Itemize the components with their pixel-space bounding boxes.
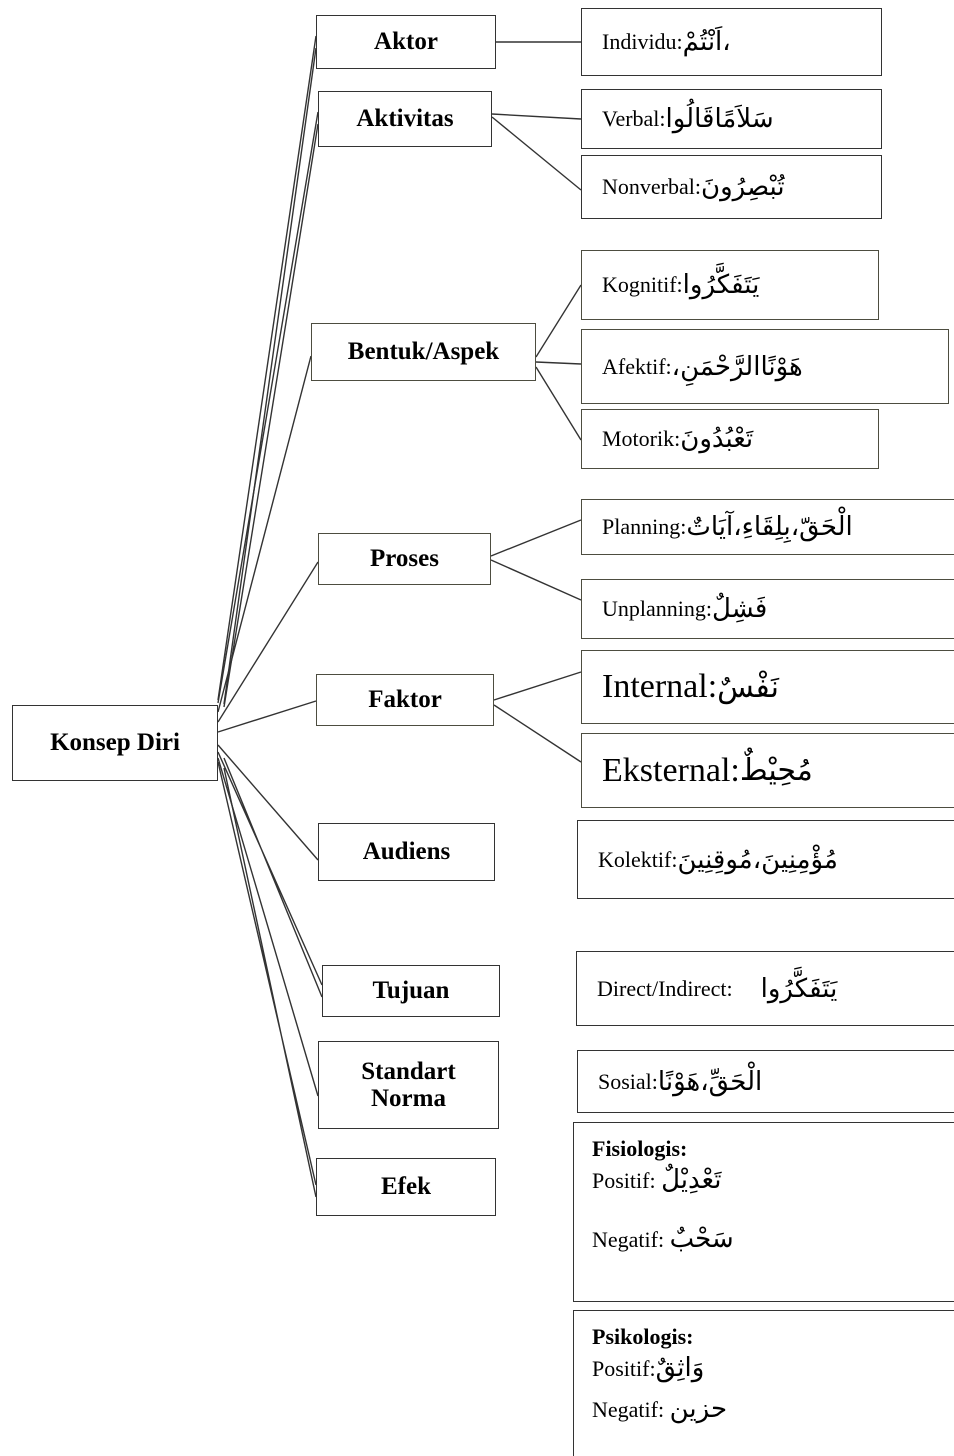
leaf-arabic: ،هَوْنًاالرَّحْمَنِ — [671, 351, 803, 382]
edge-root-faktor — [217, 700, 317, 733]
negative-row: Negatif: حزين — [592, 1393, 954, 1427]
positive-label: Positif: — [592, 1355, 656, 1381]
leaf-label: Planning: — [602, 514, 687, 539]
leaf-arabic: سَلاَمًاقَالُوا — [665, 104, 774, 134]
leaf-verbal: Verbal: سَلاَمًاقَالُوا — [581, 89, 882, 149]
branch-efek: Efek — [316, 1158, 496, 1216]
leaf-arabic: مُؤْمِنِينَ،مُوقِنِينَ — [677, 844, 838, 875]
edge-aktivitas-verbal — [491, 113, 582, 120]
leaf-label: Motorik: — [602, 426, 681, 451]
edge-root-aktivitas — [217, 111, 319, 708]
positive-arabic: وَاثِقٌ — [655, 1352, 705, 1383]
leaf-nonverbal: Nonverbal: تُبْصِرُونَ — [581, 155, 882, 219]
leaf-label: Sosial: — [598, 1068, 658, 1094]
edge-root-audiens — [217, 744, 319, 861]
leaf-arabic: يَتَفَكَّرُوا — [760, 973, 838, 1004]
leaf-label: Internal: — [602, 668, 718, 705]
leaf-label: Kognitif: — [602, 272, 683, 297]
branch-audiens: Audiens — [318, 823, 495, 881]
group-heading: Psikologis: — [592, 1324, 694, 1349]
edge-root-standart — [217, 757, 319, 1097]
negative-arabic: سَحْبٌ — [669, 1224, 734, 1255]
branch-tujuan: Tujuan — [322, 965, 500, 1017]
leaf-eksternal: Eksternal: مُحِيْطٌ — [581, 733, 954, 808]
negative-arabic: حزين — [669, 1394, 728, 1425]
leaf-arabic: تُبْصِرُونَ — [700, 172, 785, 202]
positive-arabic: تَعْدِيْلٌ — [661, 1164, 722, 1195]
leaf-label: Individu: — [602, 29, 683, 54]
edge-bentuk-kognitif — [535, 284, 582, 358]
branch-aktor: Aktor — [316, 15, 496, 69]
leaf-arabic: نَفْسٌ — [717, 669, 779, 705]
leaf-label: Eksternal: — [602, 751, 740, 789]
edge-root-aktor — [217, 35, 317, 705]
leaf-kognitif: Kognitif: يَتَفَكَّرُوا — [581, 250, 879, 320]
root-node: Konsep Diri — [12, 705, 218, 781]
branch-label: Bentuk/Aspek — [347, 338, 500, 366]
root-label: Konsep Diri — [50, 729, 180, 757]
leaf-label: Afektif: — [602, 353, 672, 379]
edge-faktor-internal — [493, 671, 582, 701]
branch-label: Proses — [370, 545, 439, 573]
leaf-arabic: الْحَقّ،بِلِقَاءِ،آيَاتٌ — [686, 512, 853, 542]
branch-label: Efek — [381, 1173, 431, 1201]
leaf-planning: Planning: الْحَقّ،بِلِقَاءِ،آيَاتٌ — [581, 499, 954, 555]
branch-label: Standart Norma — [361, 1057, 456, 1113]
leaf-arabic: اَنْتُمْ، — [682, 27, 731, 57]
positive-label: Positif: — [592, 1167, 662, 1193]
negative-label: Negatif: — [592, 1227, 670, 1253]
leaf-label: Unplanning: — [602, 596, 712, 621]
leaf-internal: Internal: نَفْسٌ — [581, 650, 954, 724]
edge-proses-planning — [490, 519, 582, 557]
leaf-arabic: تَعْبُدُونَ — [680, 424, 754, 454]
negative-label: Negatif: — [592, 1397, 670, 1423]
edge-aktivitas-nonverbal — [491, 116, 582, 191]
branch-standart-norma: Standart Norma — [318, 1041, 499, 1129]
edge-bentuk-afektif — [535, 361, 582, 365]
leaf-label: Verbal: — [602, 106, 666, 131]
leaf-arabic: فَشِلٌ — [712, 594, 768, 624]
branch-faktor: Faktor — [316, 674, 494, 726]
leaf-arabic: يَتَفَكَّرُوا — [682, 270, 760, 300]
positive-row: Positif:وَاثِقٌ — [592, 1352, 954, 1386]
edge-faktor-eksternal — [493, 704, 582, 763]
leaf-individu: Individu: اَنْتُمْ، — [581, 8, 882, 76]
leaf-afektif: Afektif: ،هَوْنًاالرَّحْمَنِ — [581, 329, 949, 404]
edge-bentuk-motorik — [535, 366, 582, 441]
branch-proses: Proses — [318, 533, 491, 585]
leaf-label: Direct/Indirect: — [597, 975, 733, 1001]
leaf-arabic: الْحَقِّ،هَوْنًا — [657, 1066, 763, 1097]
leaf-label: Kolektif: — [598, 846, 678, 872]
leaf-kolektif: Kolektif: مُؤْمِنِينَ،مُوقِنِينَ — [577, 820, 954, 899]
leaf-label: Nonverbal: — [602, 174, 701, 199]
edge-root-tujuan — [217, 751, 323, 998]
group-heading: Fisiologis: — [592, 1136, 688, 1161]
branch-bentuk-aspek: Bentuk/Aspek — [311, 323, 536, 381]
leaf-unplanning: Unplanning: فَشِلٌ — [581, 579, 954, 639]
edge-root-proses — [217, 561, 319, 723]
edge-root-bentuk — [217, 355, 312, 713]
branch-aktivitas: Aktivitas — [318, 91, 492, 147]
branch-label: Faktor — [368, 686, 442, 714]
leaf-psikologis: Psikologis: Positif:وَاثِقٌ Negatif: حزي… — [573, 1310, 954, 1456]
branch-label: Audiens — [362, 838, 451, 866]
leaf-direct-indirect: Direct/Indirect: يَتَفَكَّرُوا — [576, 951, 954, 1026]
branch-label: Aktor — [374, 28, 438, 56]
branch-label: Tujuan — [372, 977, 450, 1005]
edge-proses-unplanning — [490, 559, 582, 601]
leaf-sosial: Sosial: الْحَقِّ،هَوْنًا — [577, 1050, 954, 1113]
positive-row: Positif: تَعْدِيْلٌ — [592, 1164, 954, 1198]
edge-root-efek — [217, 761, 317, 1198]
negative-row: Negatif: سَحْبٌ — [592, 1223, 954, 1257]
branch-label: Aktivitas — [356, 105, 454, 133]
leaf-motorik: Motorik: تَعْبُدُونَ — [581, 409, 879, 469]
leaf-arabic: مُحِيْطٌ — [739, 753, 813, 788]
leaf-fisiologis: Fisiologis: Positif: تَعْدِيْلٌ Negatif:… — [573, 1122, 954, 1302]
